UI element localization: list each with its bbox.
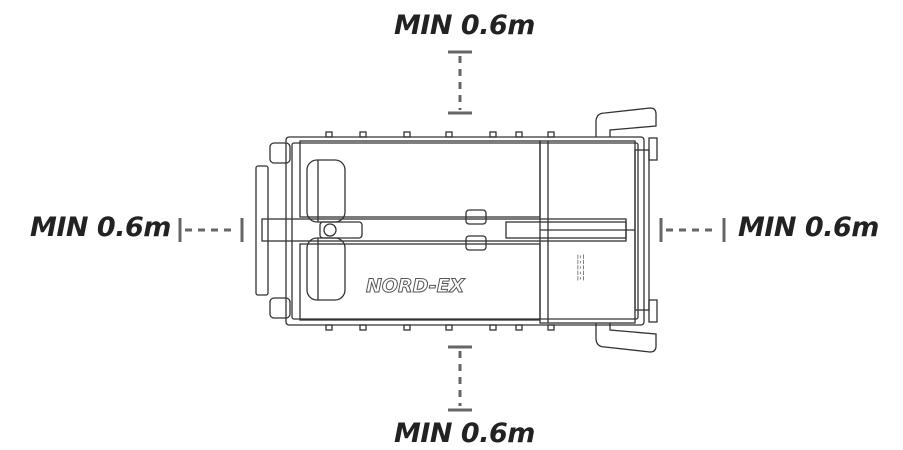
clearance-label-top: MIN 0.6m xyxy=(394,10,535,41)
clearance-label-bottom: MIN 0.6m xyxy=(394,418,535,449)
hood-text: ΞΞΞΞΞ xyxy=(577,254,587,281)
treadmill-outline xyxy=(255,107,658,353)
brand-logo: NORD-EX xyxy=(366,275,466,297)
clearance-marker-bottom xyxy=(448,345,472,412)
clearance-marker-left xyxy=(178,218,244,242)
clearance-marker-right xyxy=(659,218,726,242)
clearance-marker-top xyxy=(448,50,472,115)
clearance-label-right: MIN 0.6m xyxy=(738,212,879,243)
clearance-label-left: MIN 0.6m xyxy=(30,212,171,243)
